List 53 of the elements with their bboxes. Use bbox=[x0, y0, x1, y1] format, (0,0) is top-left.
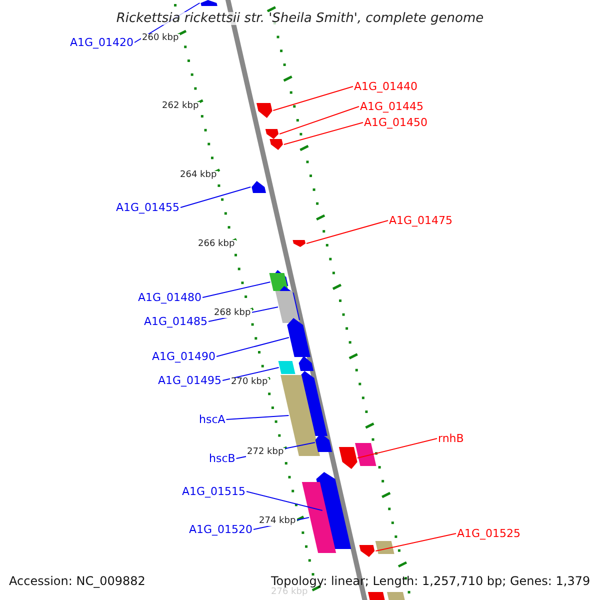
leader-line bbox=[279, 106, 360, 134]
scale-label: 260 kbp bbox=[141, 34, 180, 43]
accession-label: Accession: NC_009882 bbox=[9, 575, 146, 587]
gene-label: hscB bbox=[209, 453, 236, 464]
gene-block bbox=[292, 240, 306, 247]
gene-label: A1G_01495 bbox=[158, 375, 222, 386]
scale-label: 262 kbp bbox=[161, 102, 200, 111]
gene-block bbox=[368, 592, 386, 600]
gene-label: A1G_01480 bbox=[138, 292, 202, 303]
gene-label: A1G_01455 bbox=[116, 202, 180, 213]
gene-block bbox=[270, 139, 283, 150]
gene-label: A1G_01490 bbox=[152, 351, 216, 362]
gene-label: rnhB bbox=[438, 433, 464, 444]
leader-line bbox=[202, 282, 271, 298]
gene-bar bbox=[386, 592, 408, 600]
leader-line bbox=[272, 86, 354, 111]
gene-label: A1G_01485 bbox=[144, 316, 208, 327]
leader-line bbox=[306, 220, 388, 244]
title: Rickettsia rickettsii str. 'Sheila Smith', complete genome bbox=[116, 12, 484, 25]
leader-line bbox=[283, 122, 364, 145]
gene-label: hscA bbox=[199, 414, 226, 425]
leader-line bbox=[216, 337, 290, 357]
scale-label: 268 kbp bbox=[213, 309, 252, 318]
scale-label: 266 kbp bbox=[197, 240, 236, 249]
gene-label: A1G_01445 bbox=[360, 101, 424, 112]
gene-block bbox=[252, 181, 266, 193]
leader-line bbox=[246, 491, 323, 511]
gene-block bbox=[256, 103, 272, 118]
gene-label: A1G_01525 bbox=[457, 528, 521, 539]
scale-label: 270 kbp bbox=[230, 378, 269, 387]
gene-bar bbox=[375, 541, 394, 554]
gene-label: A1G_01520 bbox=[189, 524, 253, 535]
scale-label: 264 kbp bbox=[179, 171, 218, 180]
gene-bar bbox=[355, 443, 376, 466]
gene-bar bbox=[302, 482, 336, 553]
leader-line bbox=[180, 186, 252, 208]
gene-block bbox=[265, 129, 279, 139]
gene-block bbox=[338, 447, 358, 469]
leader-line bbox=[226, 415, 290, 420]
leader-line bbox=[222, 367, 280, 381]
gene-block bbox=[315, 433, 332, 452]
leader-line bbox=[356, 438, 438, 458]
gene-block bbox=[200, 0, 218, 6]
gene-block bbox=[359, 545, 375, 557]
gene-label: A1G_01515 bbox=[182, 486, 246, 497]
gene-label: A1G_01450 bbox=[364, 117, 428, 128]
gene-label: A1G_01420 bbox=[70, 37, 134, 48]
leader-line bbox=[375, 533, 456, 552]
scale-label: 274 kbp bbox=[258, 517, 297, 526]
gene-label: A1G_01475 bbox=[389, 215, 453, 226]
gene-label: A1G_01440 bbox=[354, 81, 418, 92]
genome-summary: Topology: linear; Length: 1,257,710 bp; Genes: 1,379 bbox=[271, 575, 590, 587]
scale-label: 272 kbp bbox=[246, 448, 285, 457]
